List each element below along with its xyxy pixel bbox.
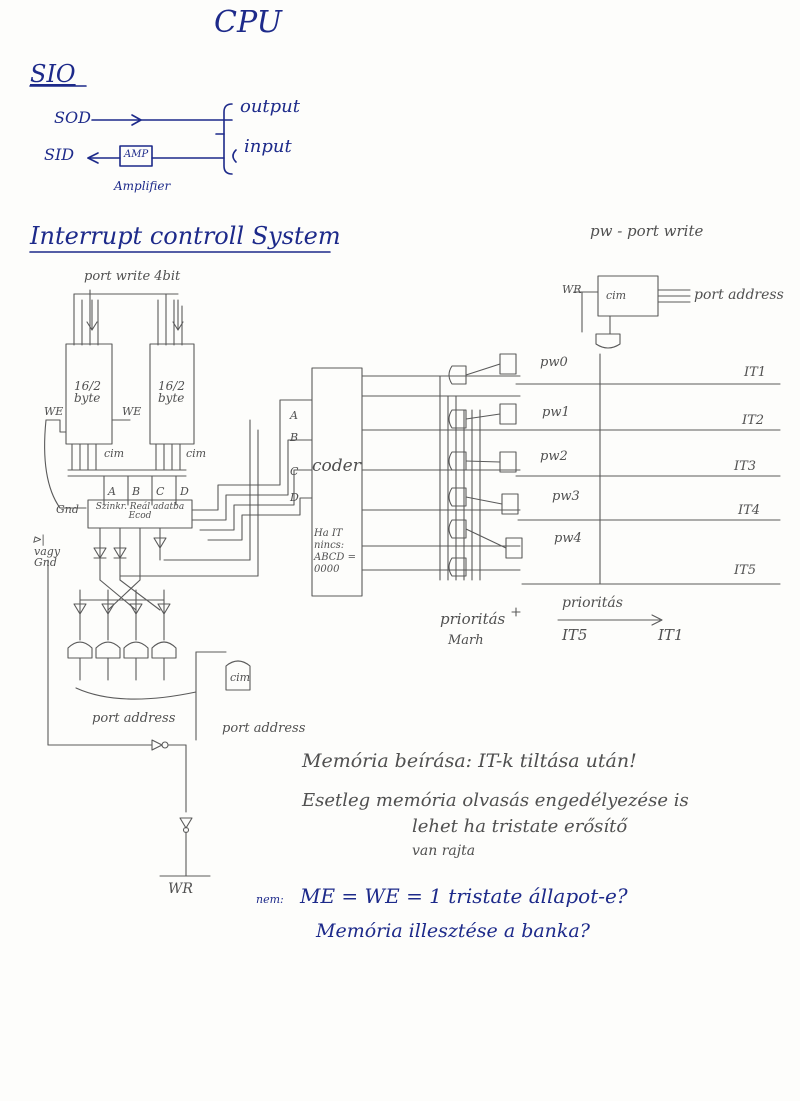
port-address-2-label: port address	[222, 721, 306, 736]
gnd-label: Gnd	[56, 503, 79, 516]
sio-heading: SIO	[30, 60, 76, 88]
priority-it5: IT5	[562, 626, 588, 644]
note-line-1: Memória beírása: IT-k tiltása után!	[302, 750, 637, 772]
coder-input-b: B	[290, 431, 299, 444]
pw4-label: pw4	[554, 531, 582, 546]
coder-input-c: C	[290, 465, 299, 478]
cim-right-label: cim	[186, 447, 207, 460]
priority-mark: Marh	[448, 633, 484, 648]
port-address-label: port address	[92, 711, 176, 726]
cim-port-label: cim	[230, 671, 251, 684]
pw-port-write-label: pw - port write	[590, 222, 704, 240]
pw1-label: pw1	[542, 405, 570, 420]
pw0-label: pw0	[540, 355, 568, 370]
coder-note: Ha IT nincs: ABCD = 0000	[314, 528, 356, 575]
decoder-input-b: B	[132, 485, 141, 498]
port-address-top-label: port address	[694, 287, 784, 303]
sid-label: SID	[44, 145, 75, 164]
we-mid-label: WE	[122, 405, 142, 418]
page-title: CPU	[214, 5, 282, 40]
amplifier-label: Amplifier	[114, 179, 171, 193]
decoder-input-d: D	[180, 485, 189, 498]
note-prefix: nem:	[256, 893, 284, 906]
note-line-4: van rajta	[412, 843, 476, 859]
priority-it1: IT1	[658, 626, 684, 644]
diode-mark: ⊳|	[32, 533, 45, 546]
it1-line-label: IT1	[744, 365, 767, 380]
priority-label: prioritás	[440, 610, 506, 628]
note-line-6: Memória illesztése a banka?	[316, 920, 590, 942]
decoder-input-a: A	[108, 485, 116, 498]
sod-label: SOD	[54, 108, 91, 127]
vagy-gnd-label: vagy Gnd	[34, 545, 61, 569]
coder-input-a: A	[290, 409, 298, 422]
it5-line-label: IT5	[734, 563, 757, 578]
pw3-label: pw3	[552, 489, 580, 504]
wr-top-label: WR	[562, 283, 582, 296]
it4-line-label: IT4	[738, 503, 761, 518]
it2-line-label: IT2	[742, 413, 765, 428]
wr-label: WR	[168, 881, 193, 897]
interrupt-wiring	[44, 275, 781, 877]
port-write-label: port write 4bit	[84, 269, 181, 284]
note-line-5: ME = WE = 1 tristate állapot-e?	[300, 884, 628, 908]
interrupt-heading: Interrupt controll System	[30, 222, 341, 250]
output-label: output	[240, 96, 301, 117]
cim-left-label: cim	[104, 447, 125, 460]
amp-label: AMP	[124, 149, 149, 160]
decoder-label: Szinkr. Reál adatba Ecod	[95, 502, 185, 521]
it3-line-label: IT3	[734, 459, 757, 474]
we-left-label: WE	[44, 405, 64, 418]
priority-order-label: prioritás	[562, 595, 623, 611]
note-line-3: lehet ha tristate erősítő	[412, 816, 628, 837]
input-label: input	[244, 136, 292, 157]
memory-left-label: 16/2 byte	[74, 379, 101, 405]
note-line-2: Esetleg memória olvasás engedélyezése is	[302, 790, 689, 811]
coder-input-d: D	[290, 491, 299, 504]
sio-wiring	[29, 85, 331, 253]
decoder-input-c: C	[156, 485, 165, 498]
coder-label: coder	[312, 456, 361, 476]
cim-top-label: cim	[606, 289, 627, 302]
memory-right-label: 16/2 byte	[158, 379, 185, 405]
pw2-label: pw2	[540, 449, 568, 464]
